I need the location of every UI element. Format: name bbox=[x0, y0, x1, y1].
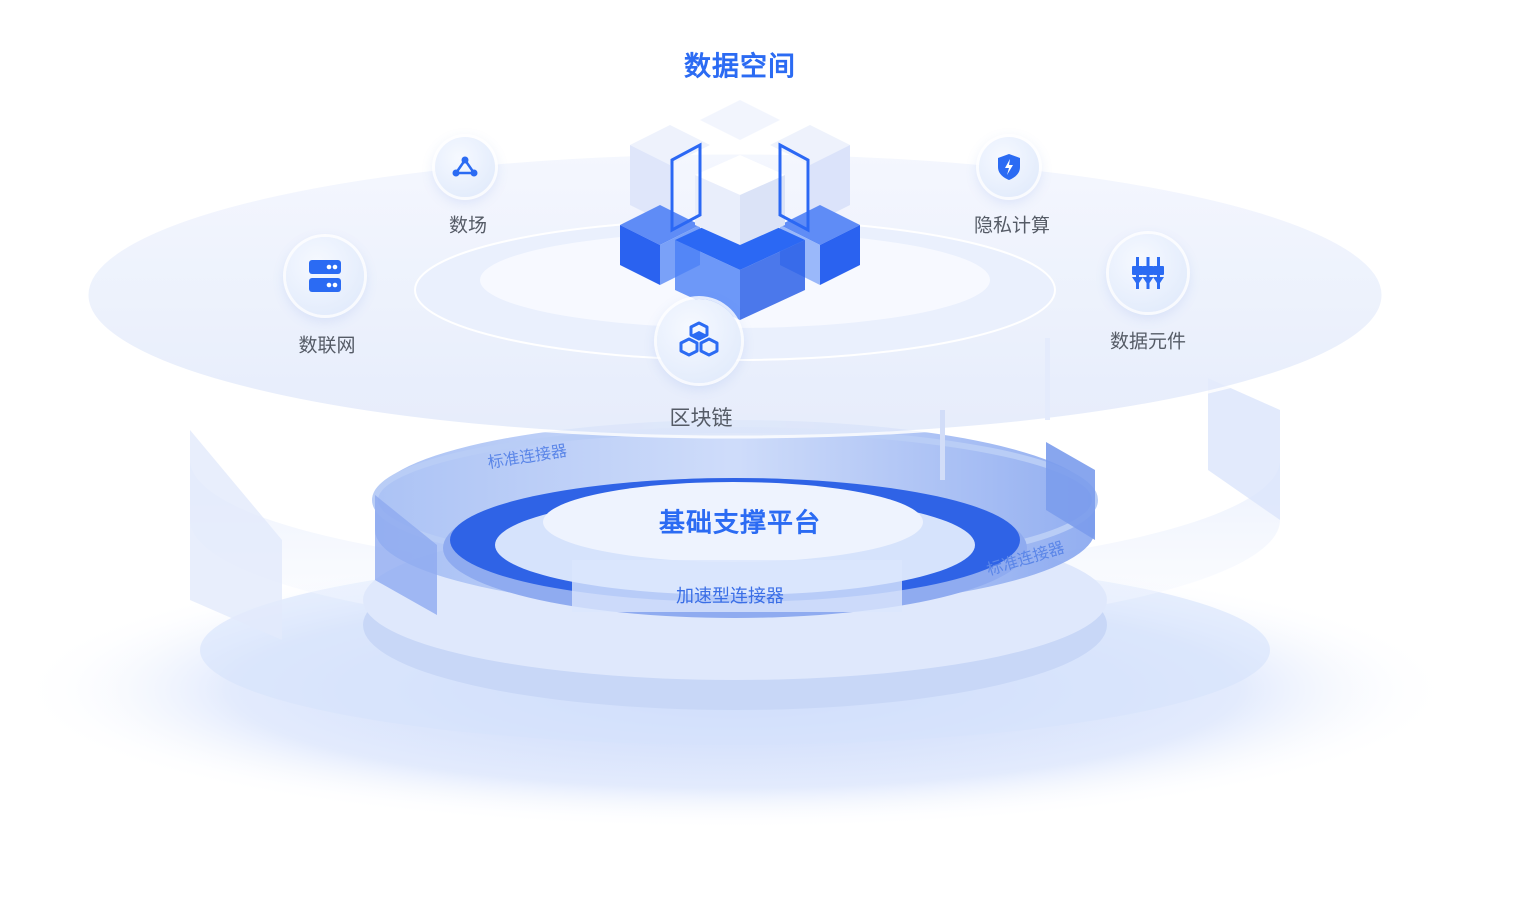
platform-top bbox=[543, 482, 923, 562]
node-label: 隐私计算 bbox=[973, 214, 1051, 237]
node-label: 区块链 bbox=[669, 406, 733, 430]
node-label: 数联网 bbox=[298, 334, 356, 357]
node-label: 数据元件 bbox=[1109, 330, 1187, 353]
node-data-components[interactable] bbox=[1109, 234, 1187, 312]
node-blockchain[interactable] bbox=[657, 299, 741, 383]
blockchain-cubes-icon bbox=[679, 321, 719, 357]
node-shuchang[interactable] bbox=[435, 137, 495, 197]
data-space-title: 数据空间 bbox=[684, 51, 796, 83]
server-icon bbox=[309, 260, 341, 292]
shield-bolt-icon bbox=[998, 154, 1020, 180]
accelerated-connector-label: 加速型连接器 bbox=[676, 586, 784, 607]
components-icon bbox=[1132, 257, 1164, 289]
node-label: 数场 bbox=[448, 214, 488, 237]
platform-title: 基础支撑平台 bbox=[658, 508, 822, 539]
network-triangle-icon bbox=[452, 156, 478, 177]
node-shulianwang[interactable] bbox=[286, 237, 364, 315]
data-cube-icon bbox=[620, 100, 860, 320]
node-privacy-computing[interactable] bbox=[979, 137, 1039, 197]
